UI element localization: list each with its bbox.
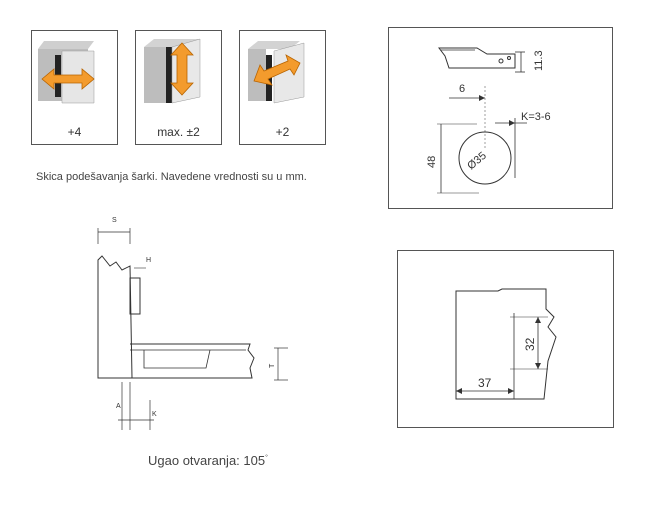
degree-sign: °: [265, 454, 268, 462]
dim-6: 6: [459, 83, 465, 95]
adjustment-box-horizontal: +4: [31, 30, 118, 145]
dim-32: 32: [523, 337, 537, 351]
section-diagram: S H T A K: [97, 217, 288, 430]
label-k: K: [152, 411, 157, 418]
dim-11-3: 11.3: [533, 50, 545, 71]
label-t: T: [269, 363, 276, 368]
adjustment-box-depth: +2: [239, 30, 326, 145]
mounting-plate-box: 32 37: [397, 250, 614, 428]
cube-arrow-depth-icon: [248, 41, 305, 104]
adjustment-value-depth: +2: [275, 125, 290, 139]
caption: Skica podešavanja šarki. Navedene vredno…: [36, 171, 307, 183]
opening-angle-label: Ugao otvaranja: 105: [148, 453, 266, 468]
mounting-plate-diagram: 32 37: [455, 288, 557, 400]
label-h: H: [146, 257, 151, 264]
label-a: A: [116, 403, 121, 410]
cube-arrow-vertical-icon: [144, 38, 201, 104]
dim-37: 37: [478, 376, 492, 390]
adjustment-value-vertical: max. ±2: [157, 125, 200, 139]
cube-arrow-horizontal-icon: [38, 41, 95, 104]
opening-angle: Ugao otvaranja: 105°: [148, 453, 268, 468]
drilling-diagram-box: 11.3 6 K=3-6 48 Ø35: [388, 27, 613, 209]
dim-48: 48: [426, 156, 438, 168]
dim-k: K=3-6: [521, 111, 551, 123]
adjustment-box-vertical: max. ±2: [135, 30, 222, 145]
drilling-diagram: 11.3 6 K=3-6 48 Ø35: [426, 47, 551, 194]
adjustment-value-horizontal: +4: [67, 125, 82, 139]
label-s: S: [112, 217, 117, 224]
dim-35: Ø35: [465, 150, 489, 173]
